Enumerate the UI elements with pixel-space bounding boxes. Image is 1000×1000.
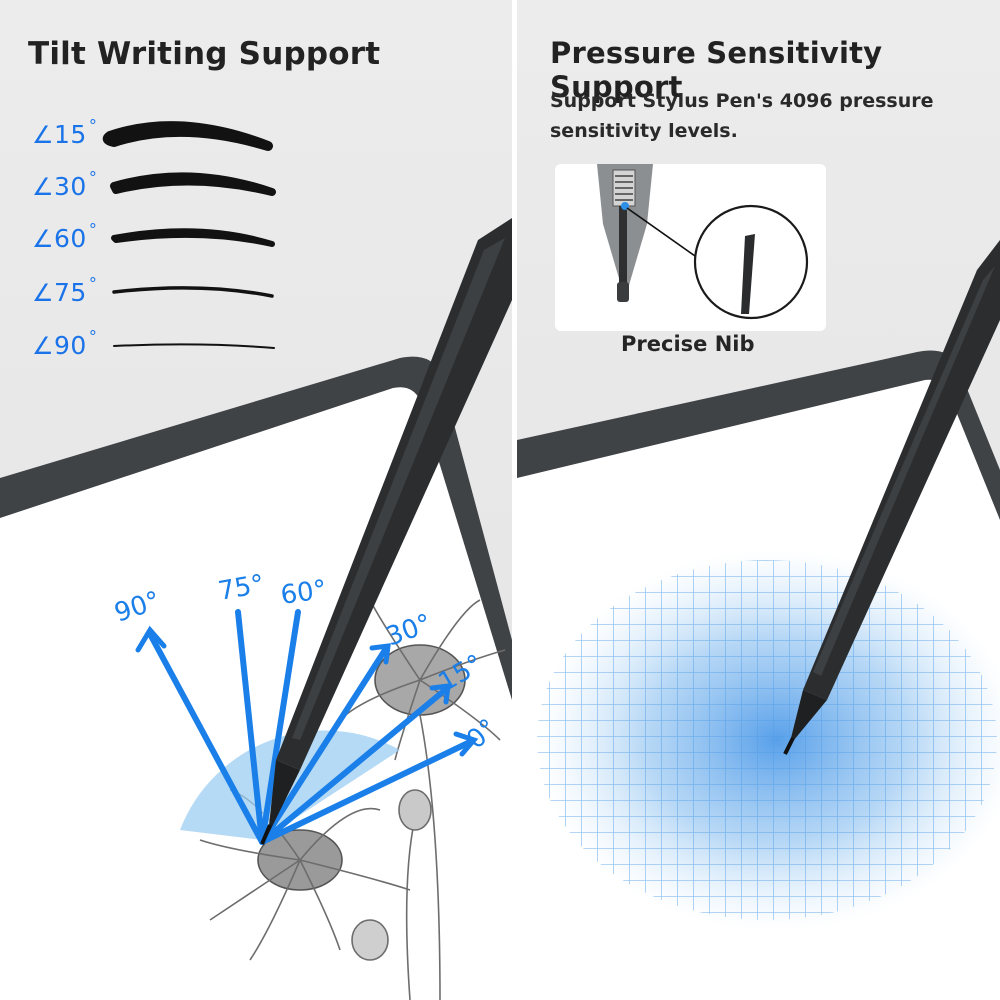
stroke-sample-60 — [111, 228, 275, 247]
tilt-illustration: 90° 75° 60° 30° 15° 0° — [0, 121, 512, 1000]
pressure-panel: Pressure Sensitivity Support Support Sty… — [517, 0, 1000, 1000]
stroke-sample-15 — [102, 121, 273, 151]
pressure-description: Support Stylus Pen's 4096 pressure sensi… — [550, 90, 934, 142]
panel-divider — [512, 0, 517, 1000]
stroke-angle-label-15: ∠15° — [32, 116, 98, 149]
angle-label-60: 60° — [279, 575, 329, 611]
stroke-angle-label-75: ∠75° — [32, 274, 98, 307]
stroke-sample-30 — [110, 172, 276, 196]
tilt-angle-arrows — [135, 609, 479, 845]
stroke-sample-75 — [112, 286, 274, 298]
nib-detail-card — [555, 164, 826, 331]
pressure-title: Pressure Sensitivity Support — [550, 36, 883, 104]
tilt-stroke-samples — [102, 121, 276, 349]
pressure-grid — [537, 550, 1000, 930]
stroke-angle-label-60: ∠60° — [32, 220, 98, 253]
stroke-sample-90 — [113, 343, 275, 349]
stylus-pen — [260, 218, 512, 845]
nib-caption: Precise Nib — [621, 332, 755, 356]
stroke-angle-label-30: ∠30° — [32, 168, 98, 201]
pressure-illustration — [517, 240, 1000, 1000]
flower-sketch — [199, 599, 506, 1000]
nib-illustration — [597, 164, 809, 320]
tilt-writing-panel: 90° 75° 60° 30° 15° 0° Tilt Writing Supp… — [0, 0, 512, 1000]
stylus-pen — [783, 240, 1000, 755]
tilt-title: Tilt Writing Support — [28, 36, 381, 72]
stroke-angle-label-90: ∠90° — [32, 327, 98, 360]
